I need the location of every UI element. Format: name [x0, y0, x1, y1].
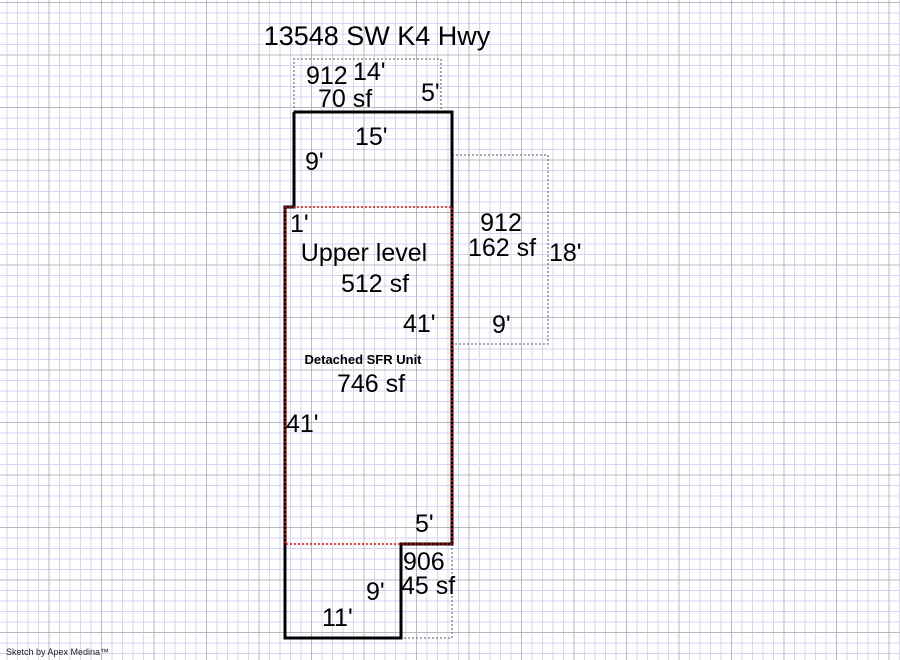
area-code-right: 912: [480, 209, 522, 237]
sketch-title: 13548 SW K4 Hwy: [263, 21, 491, 51]
area-code-top: 912: [306, 62, 348, 90]
dim-bottom-jog: 5': [415, 510, 434, 538]
area-top: 70 sf: [318, 85, 373, 113]
area-right: 162 sf: [467, 234, 537, 262]
upper-level-label: Upper level: [300, 239, 428, 267]
area-code-bottom: 906: [403, 548, 445, 576]
dim-right-deck-width: 9': [492, 311, 511, 339]
attached-areas: [293, 58, 549, 639]
dim-right-length: 41': [403, 310, 436, 338]
main-area: 746 sf: [336, 370, 406, 398]
dim-top-left: 9': [305, 148, 324, 176]
dim-bottom-side: 9': [366, 578, 385, 606]
right-deck-outline: [452, 154, 549, 345]
dim-top-porch-depth: 5': [421, 79, 440, 107]
upper-level-area: 512 sf: [340, 270, 410, 298]
dim-bottom-width: 11': [322, 604, 353, 632]
footer-credit: Sketch by Apex Medina™: [6, 647, 110, 657]
area-bottom: 45 sf: [401, 572, 456, 600]
bottom-porch-outline: [401, 544, 453, 639]
main-label: Detached SFR Unit: [304, 352, 422, 367]
dim-top-width: 15': [355, 123, 388, 151]
upper-level-outline: [284, 206, 453, 545]
dim-left-length: 41': [286, 410, 319, 438]
dim-jog: 1': [290, 210, 309, 238]
dim-right-deck-depth: 18': [549, 239, 582, 267]
dim-top-porch-width: 14': [353, 58, 386, 86]
